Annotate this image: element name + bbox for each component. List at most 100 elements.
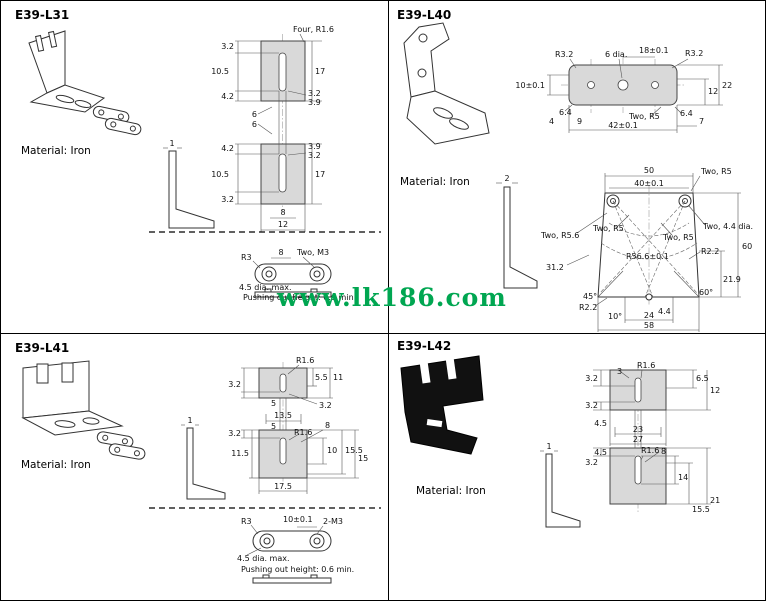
front-view [609,364,667,512]
dim-label: 18±0.1 [639,46,669,55]
dim-label: 17.5 [274,482,292,491]
dim-label: 58 [644,321,654,330]
dim-label: 12 [278,220,288,229]
dim-label: R1.6 [294,428,312,437]
dim-label: 23 [633,425,643,434]
dim-label: Pushing out height: 0.6 min. [243,293,356,302]
e39-l42-drawing: E39-L42 Material: Iron [397,339,720,528]
dim-label: R1.6 [637,361,655,370]
dim-label: 6.5 [696,374,709,383]
dim-label: 27 [633,435,643,444]
dim-label: R2.2 [701,247,719,256]
dim-label: 31.2 [546,263,564,272]
dim-label: Two, R5 [700,167,732,176]
dimension-lines [593,369,711,505]
dim-label: R3.2 [685,49,703,58]
dimension-lines [547,56,723,133]
dim-label: 4.2 [221,92,234,101]
bracket-illustration [28,30,142,136]
dim-label: 11 [333,373,343,382]
material-label: Material: Iron [21,145,91,157]
dim-label: 10±0.1 [283,515,313,524]
panel-title: E39-L41 [15,341,69,355]
dim-label: 3.2 [585,374,598,383]
e39-l40-drawing: E39-L40 Material: Iron [397,8,753,332]
dim-label: 60 [742,242,752,251]
material-label: Material: Iron [21,459,91,471]
panel-title: E39-L40 [397,8,451,22]
dim-label: 10.5 [211,170,229,179]
dim-label: 21.9 [723,275,741,284]
dim-label: 3.2 [308,151,321,160]
dim-label: 3.2 [221,42,234,51]
dimension-lines-fan [566,173,741,332]
dim-label: 45° [583,292,597,301]
front-view [258,362,308,486]
dim-label: 6 [252,110,257,119]
dim-label: 17 [315,170,325,179]
panel-e39-l40: E39-L40 Material: Iron [389,1,765,334]
dim-label: R3 [241,253,252,262]
dim-label: 12 [710,386,720,395]
bracket-illustration [403,22,490,145]
side-view [163,147,215,229]
dim-label: 7 [699,117,704,126]
dim-label: R3.2 [555,50,573,59]
dim-label: R1.6 [641,446,659,455]
dim-label: R2.2 [579,303,597,312]
dimension-lines [235,33,322,232]
dim-label: 42±0.1 [608,121,638,130]
panel-title: E39-L42 [397,339,451,353]
dim-label: Two, 4.4 dia. [702,222,753,231]
dim-label: R3 [241,517,252,526]
material-label: Material: Iron [416,485,486,497]
dim-label: Two, R5.6 [540,231,579,240]
panel-title: E39-L31 [15,8,69,22]
e39-l31-drawing: E39-L31 Material: Iron [15,8,381,302]
dim-label: 10±0.1 [515,81,545,90]
dim-label: 10.5 [211,67,229,76]
material-label: Material: Iron [400,176,470,188]
dim-label: 11.5 [231,449,249,458]
panel-e39-l41: E39-L41 Material: Iron [1,334,389,600]
dim-label: 8 [661,447,666,456]
dim-label: R56.6±0.1 [626,252,669,261]
detail-view [252,256,332,298]
dim-label: 13.5 [274,411,292,420]
dim-label: 3.2 [228,380,241,389]
dim-label: Two, R5 [628,112,660,121]
dim-label: 6.4 [559,108,572,117]
dim-label: R1.6 [296,356,314,365]
dim-label: 5.5 [315,373,328,382]
bracket-illustration [400,355,484,455]
dim-label: 15 [358,454,368,463]
dim-label: 15.5 [345,446,363,455]
dim-label: 50 [644,166,654,175]
dim-label: 4.5 dia. max. [237,554,290,563]
dim-label: 1 [169,139,174,148]
dim-label: 3.2 [228,429,241,438]
dim-label: 6 [252,120,257,129]
top-view [561,57,685,113]
bracket-illustration [21,360,146,460]
side-view [181,424,226,500]
dim-label: 2-M3 [323,517,343,526]
dim-label: 12 [708,87,718,96]
dim-label: 2 [504,174,509,183]
side-view [540,450,581,528]
dim-label: 15.5 [692,505,710,514]
dim-label: 4.5 [594,419,607,428]
dim-label: 5 [271,399,276,408]
dim-label: 6 dia. [605,50,627,59]
dim-label: 3 [617,367,622,376]
detail-view [246,524,332,584]
dim-label: 9 [577,117,582,126]
dim-label: 4.2 [221,144,234,153]
panel-e39-l31: E39-L31 Material: Iron [1,1,389,334]
dim-label: 3.9 [308,98,321,107]
dim-label: 4.4 [658,307,671,316]
dim-label: 3.9 [308,142,321,151]
dim-label: 3.2 [221,195,234,204]
dim-label: 3.2 [308,89,321,98]
